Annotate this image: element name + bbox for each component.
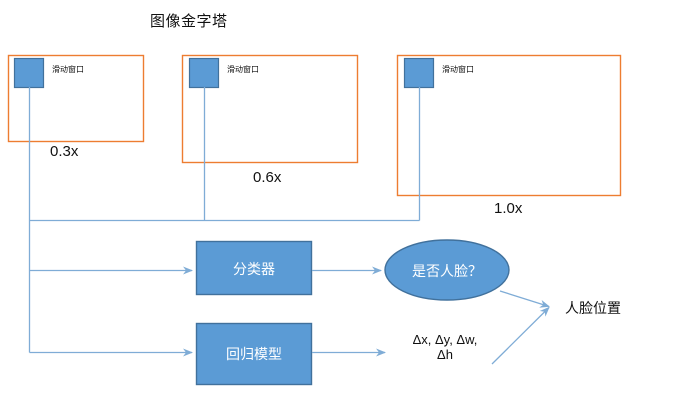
sliding-window-label-0.6x: 滑动窗口 [227,65,259,74]
sliding-window-label-0.3x: 滑动窗口 [52,65,84,74]
page-title: 图像金字塔 [150,13,228,30]
classifier-label: 分类器 [233,261,275,277]
sliding-window-square-1.0x [403,57,435,89]
sliding-window-label-1.0x: 滑动窗口 [442,65,474,74]
pyramid-frame-0.6x [181,54,359,164]
pyramid-frame-1.0x [396,54,622,197]
regressor-label: 回归模型 [226,346,282,362]
offsets-line-2: Δh [437,347,453,362]
sliding-window-square-0.3x [13,57,45,89]
regressor-box [195,322,313,386]
offsets-label: Δx, Δy, Δw, Δh [390,332,500,362]
pyramid-frame-0.3x [7,54,145,143]
output-label: 人脸位置 [565,300,621,316]
scale-label-1.0x: 1.0x [494,200,523,217]
scale-label-0.6x: 0.6x [253,169,282,186]
classifier-box [195,240,313,296]
arrow-offsets-to-output [491,306,550,365]
decision-ellipse [384,239,510,301]
offsets-line-1: Δx, Δy, Δw, [412,332,478,347]
decision-label: 是否人脸？ [412,263,482,279]
scale-label-0.3x: 0.3x [50,143,79,160]
sliding-window-square-0.6x [188,57,220,89]
arrow-decision-to-output [499,290,550,308]
